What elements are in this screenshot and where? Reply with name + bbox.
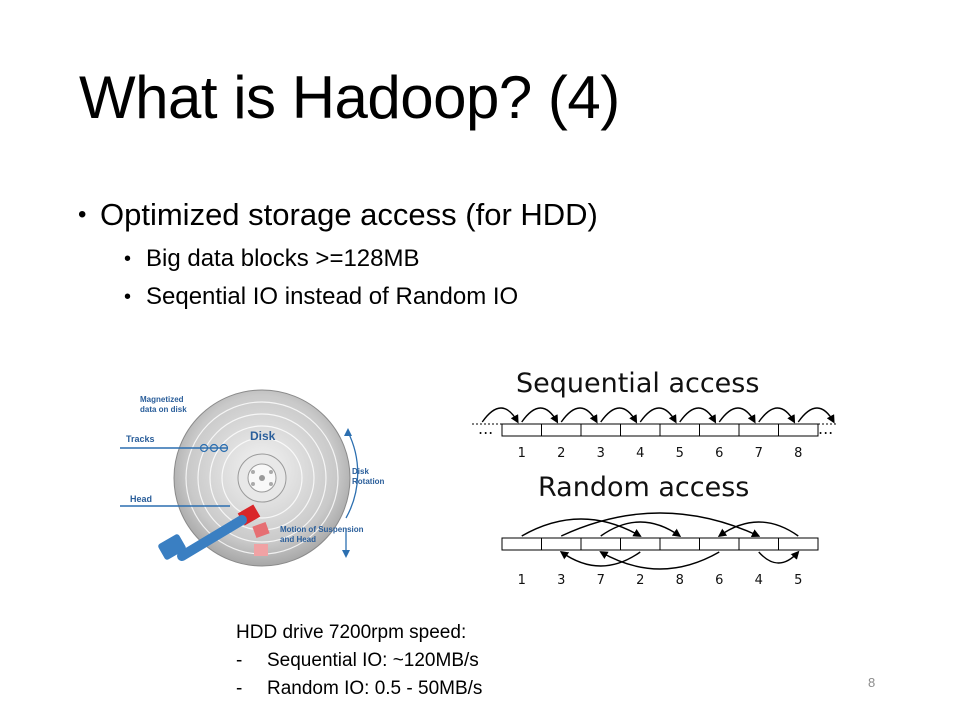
caption-dash: - xyxy=(236,678,243,699)
random-cell xyxy=(659,537,700,551)
random-arrow xyxy=(717,521,799,537)
sub-bullet-list: Big data blocks >=128MB Seqential IO ins… xyxy=(124,240,598,316)
sequential-arrow xyxy=(560,407,598,424)
page-number: 8 xyxy=(868,675,876,690)
random-arrow xyxy=(559,551,641,567)
random-row: 1 3 7 2 8 6 4 5 xyxy=(501,512,819,588)
random-cell xyxy=(778,537,819,551)
random-arrow xyxy=(560,512,761,537)
sequential-cell xyxy=(541,423,582,437)
label-magnetized-1: Magnetized xyxy=(140,395,184,404)
label-motion-1: Motion of Suspension xyxy=(280,525,364,534)
label-disk: Disk xyxy=(250,429,276,443)
random-label: 7 xyxy=(597,573,605,588)
sequential-cell xyxy=(699,423,740,437)
bullet-list: Optimized storage access (for HDD) Big d… xyxy=(78,196,598,316)
sequential-cell xyxy=(778,423,819,437)
sequential-label: 1 xyxy=(518,446,526,461)
label-tracks: Tracks xyxy=(126,434,155,444)
sequential-label: 6 xyxy=(715,446,723,461)
random-arrow xyxy=(599,551,720,570)
sequential-label: 5 xyxy=(676,446,684,461)
sequential-cell xyxy=(659,423,700,437)
bullet-text: Optimized storage access (for HDD) xyxy=(100,197,598,232)
label-motion-2: and Head xyxy=(280,535,316,544)
label-rotation-2: Rotation xyxy=(352,477,385,486)
caption-item-text: Random IO: 0.5 - 50MB/s xyxy=(267,678,483,699)
label-rotation-1: Disk xyxy=(352,467,369,476)
random-label: 6 xyxy=(715,573,723,588)
sequential-label: 2 xyxy=(557,446,565,461)
random-label: 1 xyxy=(518,573,526,588)
random-cell xyxy=(580,537,621,551)
bullet-item: Optimized storage access (for HDD) Big d… xyxy=(78,196,598,316)
random-access-title: Random access xyxy=(538,472,749,503)
random-arrow xyxy=(600,521,682,537)
caption-heading: HDD drive 7200rpm speed: xyxy=(236,622,467,643)
random-label: 5 xyxy=(794,573,802,588)
sequential-label: 7 xyxy=(755,446,763,461)
sequential-arrow xyxy=(600,407,638,424)
sequential-row: 1 2 3 4 5 6 7 8 xyxy=(472,407,838,461)
sequential-arrow xyxy=(639,407,677,424)
sequential-label: 8 xyxy=(794,446,802,461)
random-arrow xyxy=(758,550,800,564)
random-cell xyxy=(620,537,661,551)
sequential-arrow xyxy=(718,407,756,424)
caption-dash: - xyxy=(236,650,243,671)
sequential-arrow xyxy=(679,407,717,424)
sub-bullet-item: Big data blocks >=128MB xyxy=(124,240,598,278)
speed-caption: HDD drive 7200rpm speed: - Sequential IO:… xyxy=(236,619,482,703)
hard-disk-diagram: Magnetized data on disk Tracks Disk Head… xyxy=(120,389,385,567)
random-label: 3 xyxy=(557,573,565,588)
random-label: 2 xyxy=(636,573,644,588)
sequential-ellipsis-left: ... xyxy=(478,419,493,438)
caption-item-text: Sequential IO: ~120MB/s xyxy=(267,650,479,671)
sequential-cell xyxy=(620,423,661,437)
random-label: 8 xyxy=(676,573,684,588)
sequential-cell xyxy=(580,423,621,437)
sequential-cell xyxy=(501,423,542,437)
random-arrow xyxy=(521,518,642,537)
sequential-arrow xyxy=(758,407,796,424)
random-cell xyxy=(699,537,740,551)
sequential-arrow xyxy=(521,407,559,424)
sequential-cell xyxy=(738,423,779,437)
random-cell xyxy=(738,537,779,551)
sequential-arrow xyxy=(797,407,835,424)
caption-item: - Random IO: 0.5 - 50MB/s xyxy=(236,675,482,703)
sub-bullet-item: Seqential IO instead of Random IO xyxy=(124,278,598,316)
access-pattern-diagram: Sequential access ... ... 1 2 3 4 5 6 7 8 Rando… xyxy=(472,368,838,588)
label-head: Head xyxy=(130,494,152,504)
sequential-label: 4 xyxy=(636,446,644,461)
sequential-access-title: Sequential access xyxy=(516,368,759,399)
random-cell xyxy=(541,537,582,551)
random-label: 4 xyxy=(755,573,763,588)
caption-item: - Sequential IO: ~120MB/s xyxy=(236,647,482,675)
sequential-arrow xyxy=(481,407,519,424)
slide-title: What is Hadoop? (4) xyxy=(79,64,620,131)
label-magnetized-2: data on disk xyxy=(140,405,187,414)
random-cell xyxy=(501,537,542,551)
sequential-label: 3 xyxy=(597,446,605,461)
sequential-ellipsis-right: ... xyxy=(818,419,833,438)
